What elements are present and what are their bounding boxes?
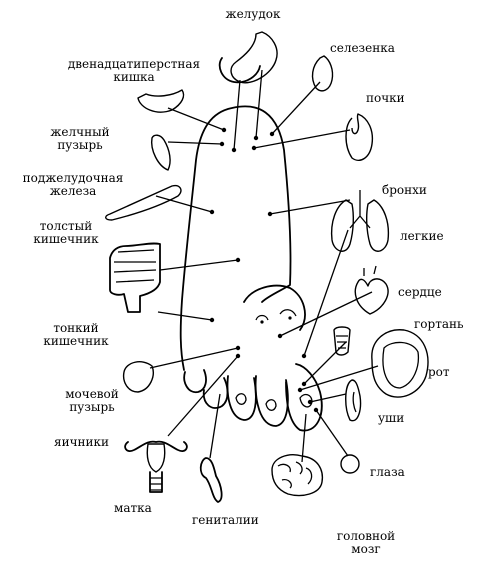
foot-ball: [243, 284, 306, 331]
organ-pancreas: [151, 134, 171, 171]
toenail-third: [235, 393, 247, 405]
label-large-intestine: толстый кишечник: [26, 220, 106, 246]
organ-mouth: [371, 329, 429, 398]
organ-heart: [354, 265, 389, 315]
label-kidneys: почки: [366, 91, 405, 105]
organ-duodenum: [218, 57, 261, 84]
label-pancreas-line1: поджелудочная: [22, 171, 124, 185]
toenail-second: [265, 399, 277, 411]
foot-mark-right-dot: [288, 316, 292, 320]
label-gallbladder: желчный пузырь: [40, 126, 120, 152]
label-lungs: легкие: [400, 229, 444, 243]
label-small-intestine-line2: кишечник: [43, 334, 109, 348]
foot-mark-left-dot: [260, 320, 264, 324]
label-pancreas-line2: железа: [49, 184, 97, 198]
label-bladder-line2: пузырь: [69, 400, 115, 414]
label-gallbladder-line1: желчный: [50, 125, 110, 139]
label-bladder-line1: мочевой: [65, 387, 119, 401]
label-large-intestine-line2: кишечник: [33, 232, 99, 246]
label-duodenum-line1: двенадцатиперстная: [67, 57, 201, 71]
organ-eye: [340, 454, 360, 474]
label-uterus: матка: [114, 501, 152, 515]
label-gallbladder-line2: пузырь: [57, 138, 103, 152]
label-brain-line2: мозг: [351, 542, 381, 556]
label-duodenum-line2: кишка: [113, 70, 155, 84]
organ-spleen: [311, 55, 334, 92]
toe-second: [254, 375, 289, 427]
label-stomach: желудок: [225, 7, 281, 21]
label-heart: сердце: [398, 285, 442, 299]
foot-mark-left: [255, 314, 269, 321]
label-large-intestine-line1: толстый: [39, 219, 93, 233]
toes: [183, 363, 323, 432]
label-duodenum: двенадцатиперстная кишка: [64, 58, 204, 84]
toe-little: [183, 369, 207, 394]
organ-gallbladder: [137, 89, 185, 113]
foot-outline: [179, 105, 292, 371]
label-genitals: гениталии: [192, 513, 259, 527]
organ-bladder: [122, 361, 154, 393]
label-brain-line1: головной: [336, 529, 396, 543]
organ-large-intestine: [109, 242, 161, 313]
leader-lines: [149, 69, 379, 463]
organ-uterus-ovaries: [124, 440, 188, 493]
toe-third: [226, 375, 257, 421]
reflex-points: [209, 127, 319, 413]
label-bronchi: бронхи: [382, 183, 427, 197]
label-brain: головной мозг: [326, 530, 406, 556]
label-bladder: мочевой пузырь: [52, 388, 132, 414]
organ-ear: [345, 379, 362, 422]
organ-genitals: [199, 457, 223, 503]
label-ovaries: яичники: [54, 435, 109, 449]
label-small-intestine: тонкий кишечник: [36, 322, 116, 348]
label-spleen: селезенка: [330, 41, 395, 55]
label-mouth: рот: [428, 365, 450, 379]
label-larynx: гортань: [414, 317, 464, 331]
foot-mark-right: [279, 309, 297, 317]
organ-larynx: [333, 326, 351, 356]
label-small-intestine-line1: тонкий: [53, 321, 99, 335]
organ-kidney: [345, 113, 374, 162]
label-ears: уши: [378, 411, 405, 425]
label-eyes: глаза: [370, 465, 405, 479]
organ-lungs: [330, 190, 390, 252]
organ-brain: [271, 454, 324, 497]
toe-big: [285, 363, 323, 432]
label-pancreas: поджелудочная железа: [18, 172, 128, 198]
organ-pancreas-gland: [105, 184, 182, 221]
